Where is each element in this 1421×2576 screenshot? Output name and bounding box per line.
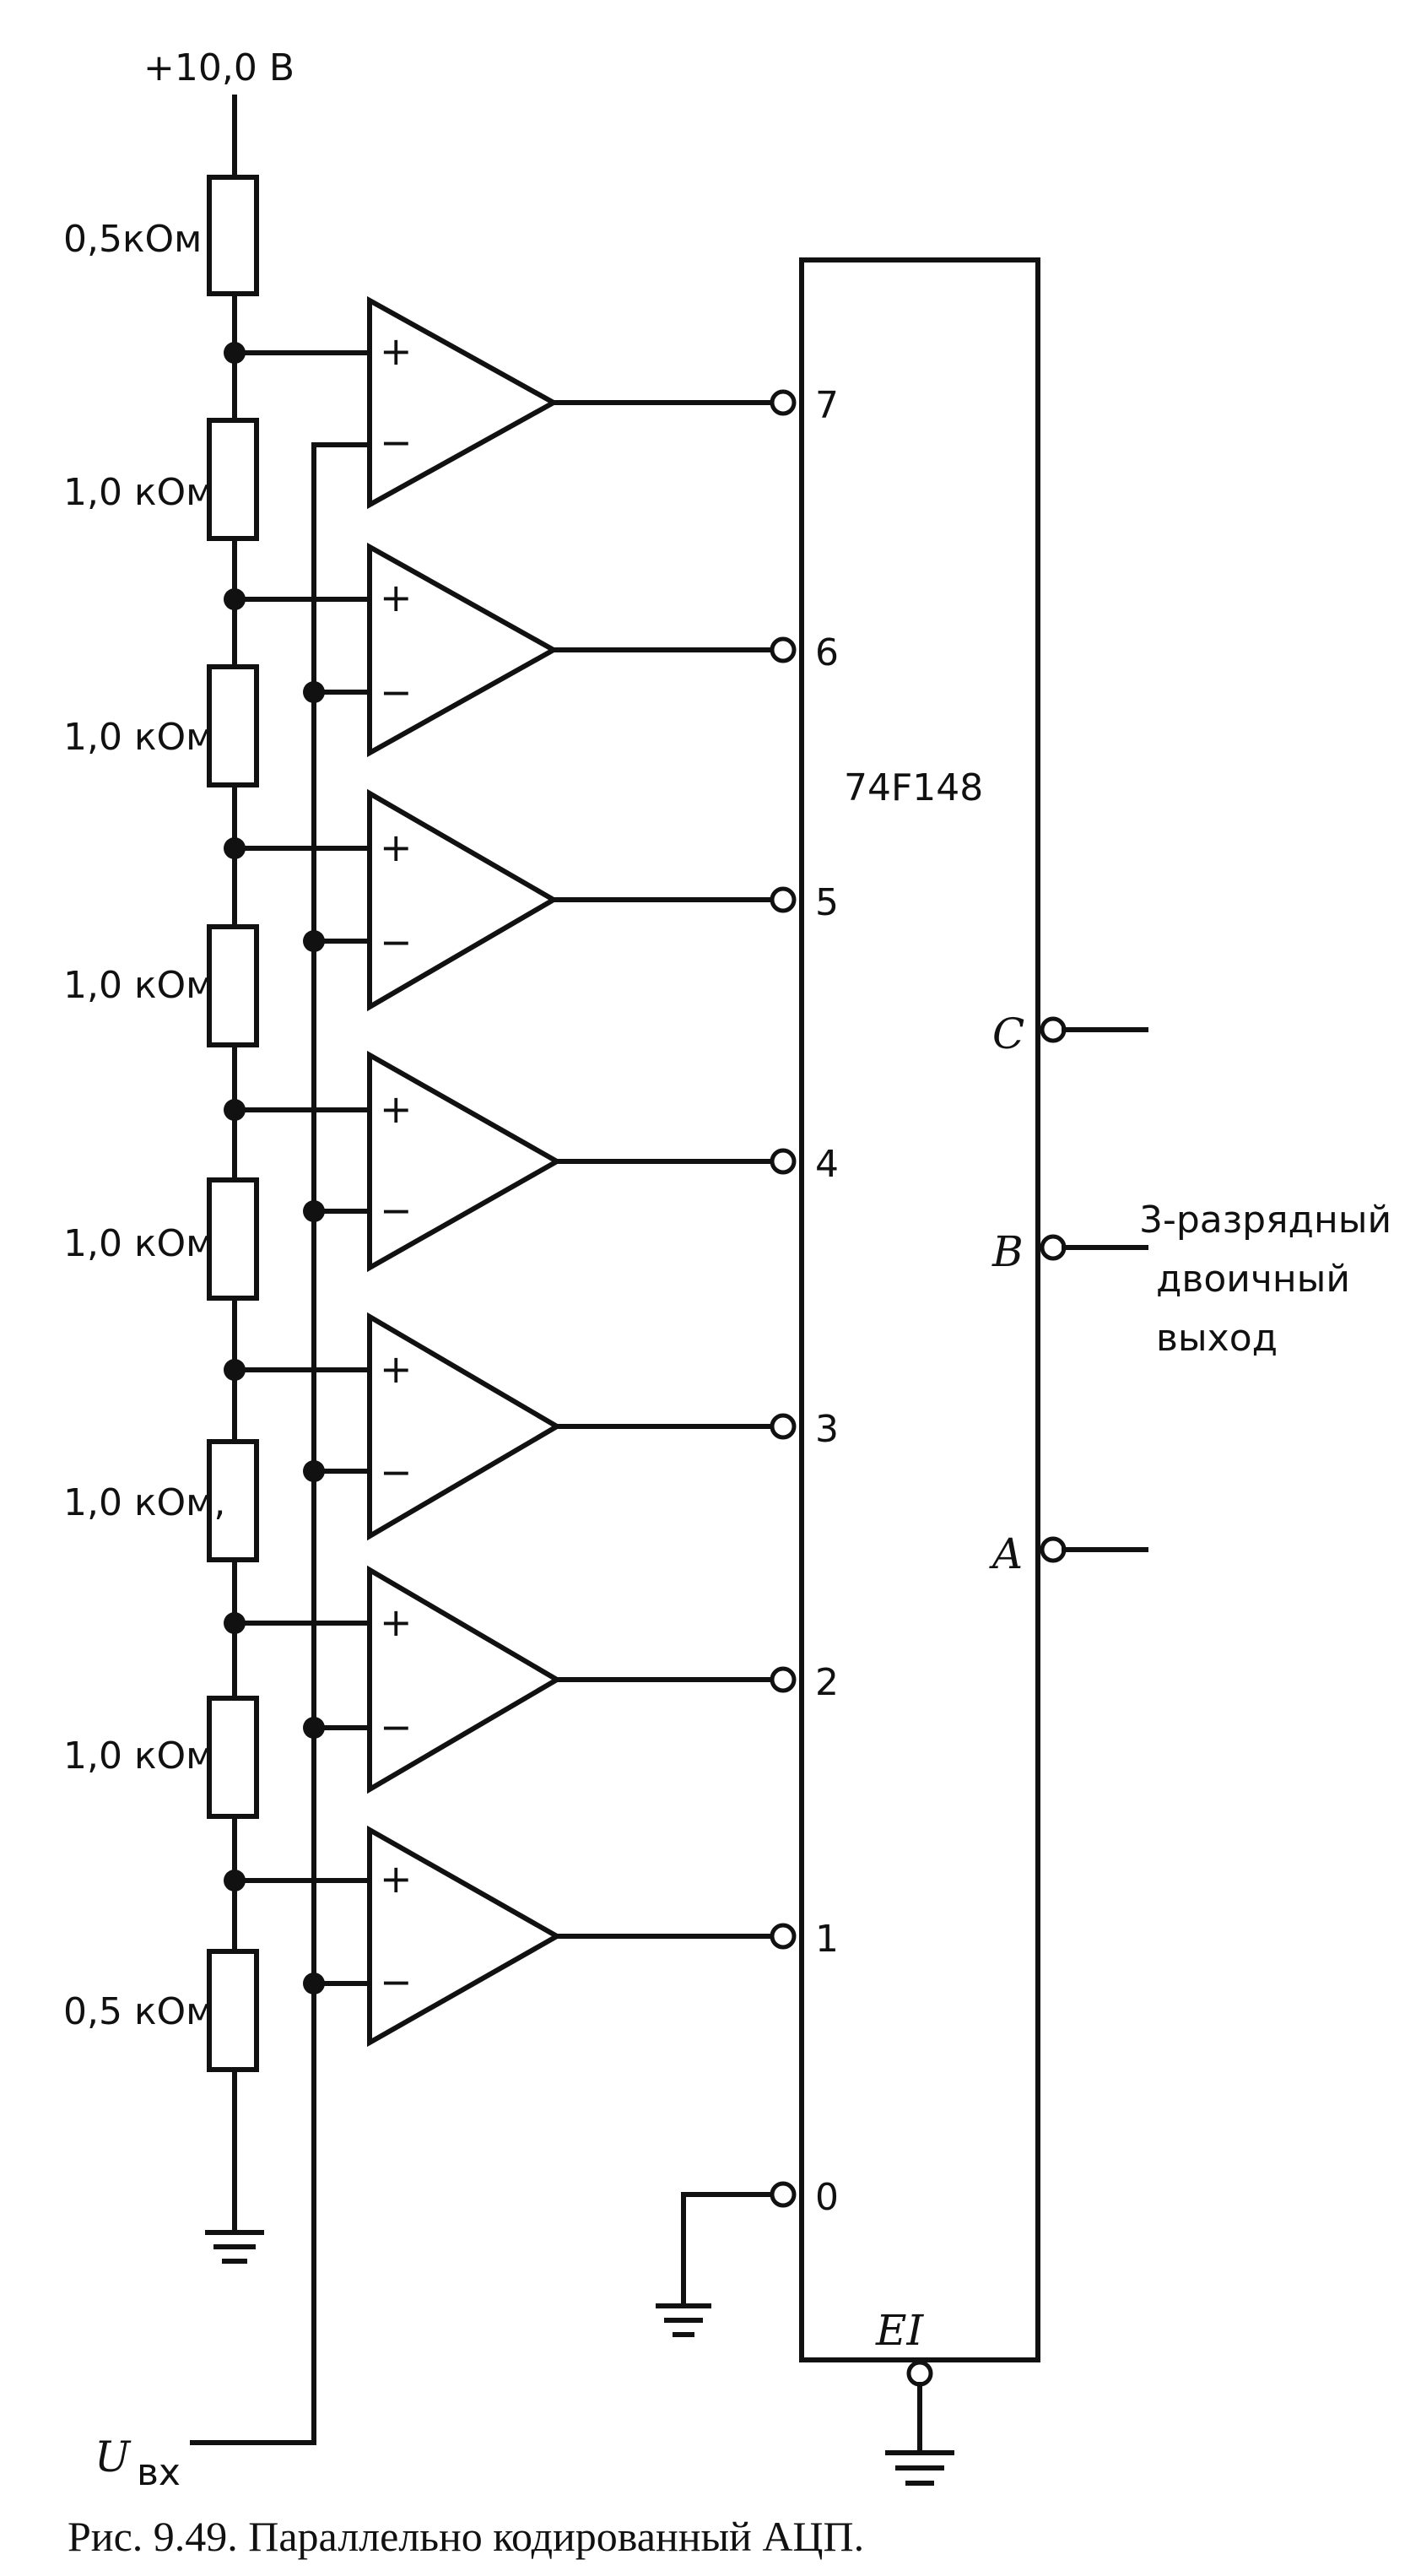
resistor-7-label: 1,0 кОм: [63, 1734, 213, 1778]
resistor-2-label: 1,0 кОм: [63, 471, 213, 514]
output-label-line-3: выход: [1156, 1317, 1278, 1360]
resistor-5: 1,0 кОм: [63, 1177, 259, 1301]
svg-text:−: −: [380, 1704, 413, 1750]
comparator-6: + −: [232, 542, 772, 758]
comparator-1: + −: [232, 1825, 772, 2048]
svg-text:−: −: [380, 419, 413, 465]
figure-caption: Рис. 9.49. Параллельно кодированный АЦП.: [68, 2513, 864, 2560]
resistor-1-label: 0,5кОм: [63, 218, 202, 261]
resistor-2: 1,0 кОм: [63, 418, 259, 541]
svg-text:7: 7: [815, 384, 839, 427]
comparator-5: + −: [232, 788, 772, 1012]
resistor-3-label: 1,0 кОм: [63, 716, 213, 759]
input-pin-1: 1: [770, 1918, 839, 1961]
ladder-junctions: [224, 342, 246, 1891]
resistor-8-label: 0,5 кОм: [63, 1990, 213, 2033]
svg-text:EI: EI: [875, 2306, 924, 2355]
resistor-4: 1,0 кОм: [63, 924, 259, 1047]
svg-text:A: A: [989, 1529, 1023, 1578]
input-pin-2: 2: [770, 1661, 839, 1704]
encoder-chip: [799, 257, 1040, 2362]
input-pin-4: 4: [770, 1143, 839, 1186]
svg-text:B: B: [991, 1227, 1024, 1276]
resistor-7: 1,0 кОм: [63, 1696, 259, 1819]
input-pin-6: 6: [770, 631, 839, 674]
svg-text:+: +: [380, 575, 413, 620]
svg-text:−: −: [380, 1449, 413, 1495]
resistor-4-label: 1,0 кОм: [63, 964, 213, 1007]
output-pin-c: C: [992, 1009, 1148, 1058]
resistor-8: 0,5 кОм: [63, 1949, 259, 2072]
comparator-3: + −: [232, 1312, 772, 1541]
svg-text:C: C: [992, 1009, 1024, 1058]
input-voltage-subscript: вх: [137, 2451, 181, 2494]
svg-text:−: −: [380, 1188, 413, 1233]
resistor-3: 1,0 кОм: [63, 664, 259, 787]
resistor-6-label: 1,0 кОм,: [63, 1481, 225, 1524]
resistor-1: 0,5кОм: [63, 175, 259, 296]
input-pin-5: 5: [770, 881, 839, 924]
input-voltage-label: U: [95, 2433, 132, 2481]
svg-text:5: 5: [815, 881, 839, 924]
svg-text:−: −: [380, 1959, 413, 2005]
svg-text:0: 0: [815, 2176, 839, 2219]
resistor-5-label: 1,0 кОм: [63, 1222, 213, 1265]
input-pin-3: 3: [770, 1408, 839, 1451]
svg-text:2: 2: [815, 1661, 839, 1704]
output-label-line-1: 3-разрядный: [1139, 1199, 1391, 1242]
resistor-6: 1,0 кОм,: [63, 1439, 259, 1562]
svg-text:3: 3: [815, 1408, 839, 1451]
svg-text:−: −: [380, 669, 413, 715]
comparator-4: + −: [232, 1050, 772, 1273]
svg-text:+: +: [380, 1346, 413, 1392]
svg-text:+: +: [380, 1599, 413, 1645]
ground-symbol-ladder: [205, 2230, 264, 2264]
chip-name: 74F148: [844, 766, 983, 809]
supply-voltage-label: +10,0 В: [143, 46, 294, 89]
enable-pin: EI: [875, 2306, 954, 2486]
svg-text:+: +: [380, 328, 413, 374]
svg-text:+: +: [380, 825, 413, 870]
svg-text:+: +: [380, 1856, 413, 1902]
svg-text:−: −: [380, 919, 413, 965]
input-pin-0: 0: [656, 2176, 839, 2337]
output-pin-a: A: [989, 1529, 1148, 1578]
svg-text:4: 4: [815, 1143, 839, 1186]
bus-junctions: [303, 681, 325, 1994]
output-label-line-2: двоичный: [1156, 1258, 1350, 1301]
comparator-2: + −: [232, 1565, 772, 1794]
svg-text:1: 1: [815, 1918, 839, 1961]
input-bus: [190, 442, 372, 2445]
svg-text:6: 6: [815, 631, 839, 674]
comparator-7: + −: [232, 295, 772, 510]
input-pin-7: 7: [770, 384, 839, 427]
svg-text:+: +: [380, 1086, 413, 1132]
output-pin-b: B: [991, 1227, 1148, 1276]
